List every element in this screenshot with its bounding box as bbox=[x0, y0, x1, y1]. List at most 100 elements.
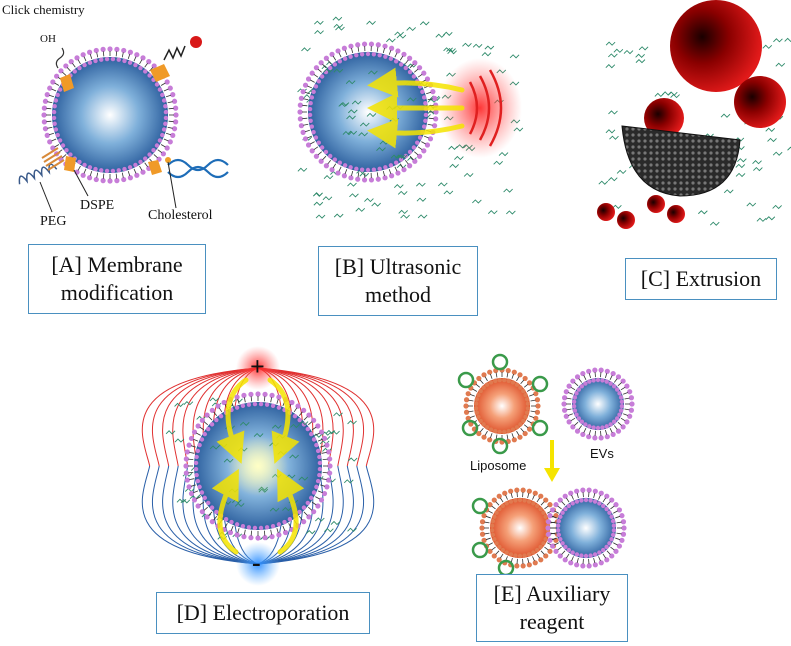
liposome-small-icon bbox=[531, 419, 549, 437]
lipid-head-icon bbox=[488, 427, 494, 432]
tiny-vesicle-icon bbox=[647, 195, 665, 213]
lipid-head-icon bbox=[487, 502, 493, 508]
lipid-tail-icon bbox=[208, 416, 213, 421]
lipid-head-icon bbox=[191, 429, 198, 435]
lipid-head-icon bbox=[614, 416, 620, 421]
lipid-head-icon bbox=[476, 375, 482, 382]
lipid-head-icon bbox=[433, 116, 439, 122]
lipid-tail-icon bbox=[570, 386, 576, 391]
lipid-tail-icon bbox=[320, 445, 326, 448]
lipid-head-icon bbox=[60, 143, 66, 148]
lipid-head-icon bbox=[209, 505, 215, 510]
lipid-head-icon bbox=[553, 502, 559, 508]
lipid-head-icon bbox=[122, 58, 127, 64]
cargo-molecule-icon bbox=[332, 16, 343, 21]
lipid-head-icon bbox=[121, 47, 127, 54]
cargo-molecule-icon bbox=[314, 20, 324, 25]
cargo-molecule-icon bbox=[449, 163, 459, 169]
lipid-head-icon bbox=[80, 172, 86, 178]
lipid-head-icon bbox=[248, 391, 254, 397]
minus-sign: - bbox=[252, 548, 261, 577]
lipid-head-icon bbox=[197, 442, 202, 448]
lipid-tail-icon bbox=[615, 515, 621, 519]
lipid-head-icon bbox=[479, 519, 486, 525]
lipid-tail-icon bbox=[530, 410, 536, 413]
lipid-tail-icon bbox=[127, 54, 131, 60]
lipid-head-icon bbox=[535, 403, 541, 409]
lipid-head-icon bbox=[295, 403, 301, 409]
lipid-head-icon bbox=[595, 377, 601, 383]
anchor-icon bbox=[148, 160, 162, 175]
lipid-head-icon bbox=[621, 525, 627, 531]
lipid-head-icon bbox=[613, 502, 619, 508]
lipid-head-icon bbox=[570, 550, 575, 555]
lipid-head-icon bbox=[221, 399, 227, 406]
cargo-molecule-icon bbox=[176, 498, 187, 503]
lipid-tail-icon bbox=[623, 413, 628, 416]
lipid-head-icon bbox=[514, 425, 520, 430]
lipid-tail-icon bbox=[523, 424, 529, 429]
lipid-head-icon bbox=[151, 63, 157, 69]
cargo-molecule-icon bbox=[608, 53, 618, 58]
cargo-molecule-icon bbox=[493, 160, 503, 166]
tiny-vesicle-icon bbox=[597, 203, 615, 221]
lipid-head-icon bbox=[576, 387, 582, 392]
lipid-tail-icon bbox=[484, 430, 488, 436]
lipid-head-icon bbox=[160, 92, 165, 98]
lipid-tail-icon bbox=[203, 506, 209, 511]
lipid-tail-icon bbox=[282, 525, 286, 531]
lipid-head-icon bbox=[513, 553, 518, 558]
lipid-head-icon bbox=[610, 518, 616, 524]
lipid-head-icon bbox=[127, 60, 133, 65]
lipid-tail-icon bbox=[566, 397, 572, 400]
lipid-tail-icon bbox=[613, 425, 618, 430]
lipid-head-icon bbox=[317, 460, 323, 466]
lipid-head-icon bbox=[313, 65, 320, 71]
lipid-head-icon bbox=[173, 105, 179, 111]
cargo-molecule-icon bbox=[612, 204, 622, 209]
lipid-head-icon bbox=[618, 395, 624, 400]
lipid-head-icon bbox=[313, 135, 319, 140]
lipid-head-icon bbox=[562, 557, 568, 563]
lipid-head-icon bbox=[592, 435, 598, 441]
lipid-head-icon bbox=[306, 412, 312, 418]
lipid-head-icon bbox=[80, 52, 86, 58]
lipid-head-icon bbox=[258, 401, 264, 407]
lipid-head-icon bbox=[500, 547, 506, 553]
lipid-tail-icon bbox=[302, 104, 308, 107]
lipid-head-icon bbox=[608, 381, 613, 386]
lipid-head-icon bbox=[234, 394, 240, 400]
lipid-head-icon bbox=[604, 368, 610, 374]
lipid-head-icon bbox=[476, 430, 482, 437]
lipid-head-icon bbox=[568, 560, 574, 566]
lipid-head-icon bbox=[583, 422, 588, 427]
cargo-molecule-icon bbox=[342, 130, 353, 136]
lipid-tail-icon bbox=[66, 67, 71, 72]
cargo-molecule-icon bbox=[183, 401, 194, 406]
lipid-head-icon bbox=[421, 148, 427, 154]
lipid-head-icon bbox=[209, 519, 215, 525]
lipid-head-icon bbox=[580, 563, 586, 569]
liposome-label: Liposome bbox=[470, 458, 527, 473]
lipid-head-icon bbox=[563, 544, 568, 550]
lipid-head-icon bbox=[99, 57, 104, 62]
lipid-tail-icon bbox=[615, 537, 621, 541]
cargo-molecule-icon bbox=[347, 527, 357, 532]
lipid-head-icon bbox=[393, 160, 399, 165]
cargo-molecule-icon bbox=[446, 47, 456, 53]
lipid-head-icon bbox=[556, 518, 562, 524]
lipid-head-icon bbox=[610, 370, 616, 377]
lipid-head-icon bbox=[609, 553, 615, 559]
lipid-tail-icon bbox=[304, 129, 310, 133]
cargo-molecule-icon bbox=[333, 68, 344, 73]
lipid-tail-icon bbox=[218, 407, 223, 413]
lipid-tail-icon bbox=[121, 52, 124, 58]
lipid-head-icon bbox=[534, 409, 541, 415]
lipid-head-icon bbox=[335, 170, 341, 176]
lipid-head-icon bbox=[305, 76, 312, 82]
lipid-head-icon bbox=[389, 173, 395, 179]
field-line-negative bbox=[257, 465, 364, 565]
lipid-head-icon bbox=[209, 407, 215, 413]
lipid-tail-icon bbox=[609, 375, 613, 381]
lipid-head-icon bbox=[305, 142, 312, 148]
